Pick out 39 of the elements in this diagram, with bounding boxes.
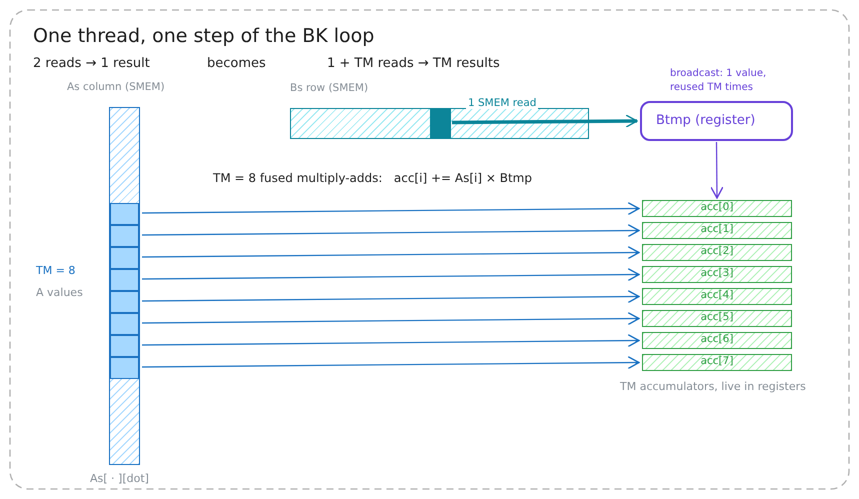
index-label: As[ · ][dot]	[90, 472, 149, 485]
value-cell	[110, 291, 139, 313]
accumulator-box	[642, 310, 792, 327]
register-label: Btmp (register)	[656, 113, 756, 128]
subtitle-text: 2 reads → 1 result	[33, 56, 150, 71]
accumulator-box	[642, 222, 792, 239]
heading-text: Bs row (SMEM)	[290, 82, 368, 94]
accumulator-box	[642, 288, 792, 305]
accumulator-label: acc[6]	[700, 333, 734, 345]
heading-text: As column (SMEM)	[67, 81, 165, 93]
accumulator-box	[642, 332, 792, 349]
accumulator-label: acc[4]	[700, 289, 734, 301]
subtitle-text: becomes	[207, 56, 266, 71]
subtitle-text: 1 + TM reads → TM results	[327, 56, 500, 71]
formula-note: TM = 8 fused multiply-adds: acc[i] += As[i] × Btmp	[213, 171, 532, 185]
accumulator-label: acc[0]	[700, 201, 734, 213]
value-cell	[110, 247, 139, 269]
register-note: broadcast: 1 value, reused TM times	[670, 67, 768, 95]
accumulator-label: acc[5]	[700, 311, 734, 323]
accumulator-box	[642, 244, 792, 261]
edge-label: 1 SMEM read	[466, 96, 538, 108]
accumulator-box	[642, 354, 792, 371]
value-cell	[110, 313, 139, 335]
side-note: A values	[36, 286, 83, 299]
value-cell	[110, 225, 139, 247]
value-cell	[110, 357, 139, 379]
accumulator-label: acc[2]	[700, 245, 734, 257]
value-cell	[110, 203, 139, 225]
accumulator-label: acc[3]	[700, 267, 734, 279]
title: One thread, one step of the BK loop	[33, 25, 374, 47]
value-cell	[110, 269, 139, 291]
accumulator-label: acc[7]	[700, 355, 734, 367]
count-label: TM = 8	[36, 264, 76, 277]
accumulator-box	[642, 266, 792, 283]
accumulator-box	[642, 200, 792, 217]
read-cell	[430, 109, 451, 138]
accumulator-label: acc[1]	[700, 223, 734, 235]
caption-note: TM accumulators, live in registers	[620, 380, 806, 393]
value-cell	[110, 335, 139, 357]
